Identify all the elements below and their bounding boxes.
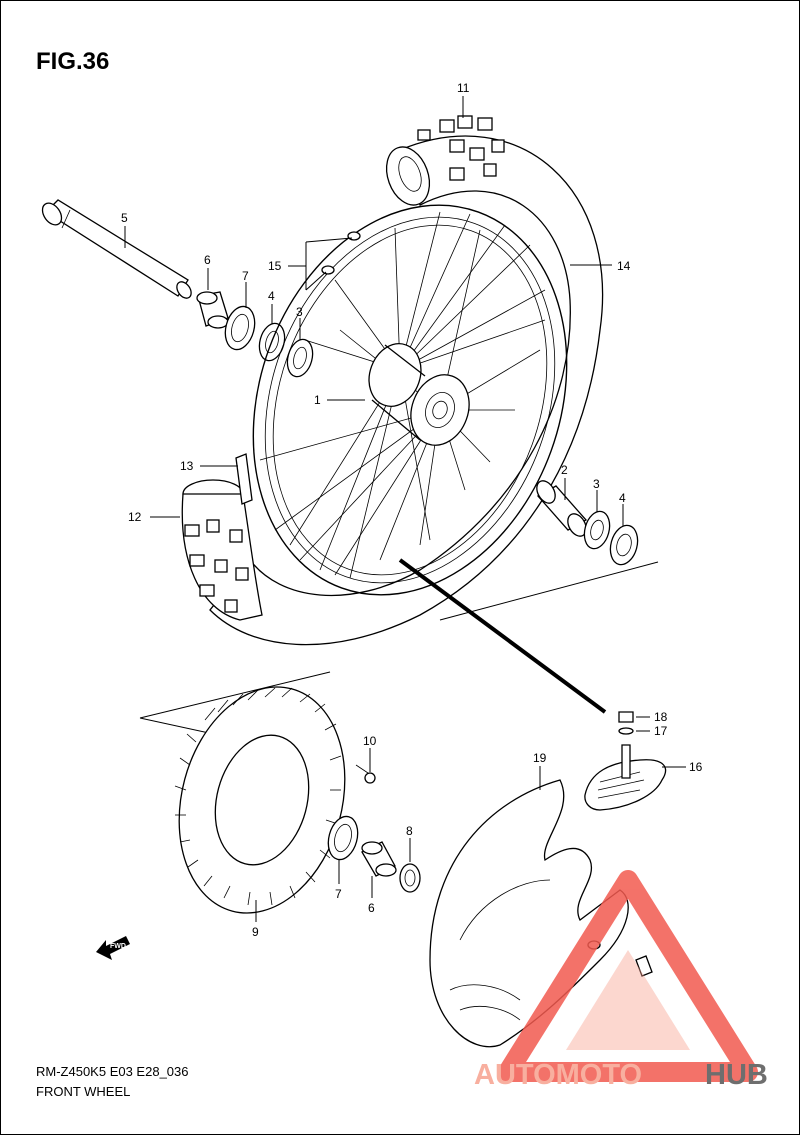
dust-seal-top: [224, 305, 256, 351]
tire-section-side: [181, 453, 263, 621]
brake-disc: [174, 686, 346, 914]
rim-lock: [584, 711, 667, 811]
callout-17: 17: [654, 724, 668, 738]
figure-caption: FRONT WHEEL: [36, 1084, 131, 1099]
forward-arrow-icon: FWD: [96, 936, 130, 960]
figure-title: FIG.36: [36, 48, 110, 75]
callout-10: 10: [363, 734, 377, 748]
watermark-text-hub: HUB: [705, 1059, 768, 1091]
callout-9: 9: [252, 925, 259, 939]
direction-pointer: [398, 558, 607, 714]
bearing-top-3: [286, 338, 314, 378]
callout-18: 18: [654, 710, 668, 724]
callout-14: 14: [617, 259, 631, 273]
callout-2: 2: [561, 463, 568, 477]
callout-7-bottom: 7: [335, 887, 342, 901]
callout-1: 1: [314, 393, 321, 407]
callout-5: 5: [121, 211, 128, 225]
callout-12: 12: [128, 510, 142, 524]
forward-arrow-label: FWD: [110, 943, 126, 950]
watermark-inner-triangle-icon: [566, 950, 690, 1050]
disc-bolt: [355, 764, 376, 784]
leader-lines: [124, 96, 686, 922]
spacer-collar-top: [196, 291, 229, 329]
callout-13: 13: [180, 459, 194, 473]
model-code: RM-Z450K5 E03 E28_036: [36, 1064, 189, 1079]
lower-seal-spacer-nut: [327, 815, 421, 893]
callout-4-right: 4: [619, 491, 626, 505]
callout-3-top: 3: [296, 305, 303, 319]
callout-19: 19: [533, 751, 547, 765]
callout-6-top: 6: [204, 253, 211, 267]
watermark-text-automoto: AUTOMOTO: [474, 1059, 642, 1091]
watermark-logo: AUTOMOTO HUB: [474, 870, 768, 1091]
callout-4-top: 4: [268, 289, 275, 303]
callout-7-top: 7: [242, 269, 249, 283]
watermark-triangle-icon: [498, 870, 758, 1082]
callout-16: 16: [689, 760, 703, 774]
spoke-nipples-15: [321, 231, 361, 275]
callout-3-right: 3: [593, 477, 600, 491]
wheel-assembly: [209, 135, 604, 646]
callout-numbers: 11 5 6 7 4 3 15 14 1 13 12 2 3 4 18 17 1…: [121, 81, 703, 939]
right-spacer-and-bearings: [536, 480, 639, 566]
front-axle: [41, 199, 192, 299]
callout-6-bottom: 6: [368, 901, 375, 915]
callout-8: 8: [406, 824, 413, 838]
front-fender: [429, 779, 653, 1048]
callout-15: 15: [268, 259, 282, 273]
callout-11: 11: [457, 81, 470, 95]
tire-section-top: [385, 115, 505, 206]
